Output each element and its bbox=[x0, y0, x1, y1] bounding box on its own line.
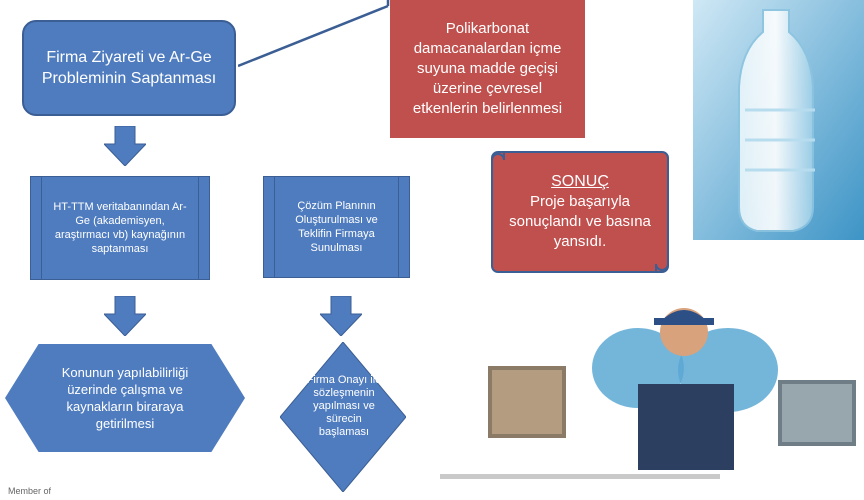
solution-plan-text: Çözüm Planının Oluşturulması ve Teklifin… bbox=[295, 200, 378, 254]
water-bottle-image bbox=[693, 0, 864, 240]
approval-text: Firma Onayı ile sözleşmenin yapılması ve… bbox=[306, 374, 382, 438]
firm-visit-text: Firma Ziyareti ve Ar-Ge Probleminin Sapt… bbox=[41, 49, 217, 87]
result-box: SONUÇ Proje başarıyla sonuçlandı ve bası… bbox=[492, 152, 668, 272]
firm-visit-box: Firma Ziyareti ve Ar-Ge Probleminin Sapt… bbox=[22, 20, 236, 116]
feasibility-text: Konunun yapılabilirliği üzerinde çalışma… bbox=[61, 365, 189, 431]
source-detection-text: HT-TTM veritabanından Ar-Ge (akademisyen… bbox=[53, 201, 187, 255]
worker-carrying-jugs-image bbox=[478, 288, 864, 470]
down-arrow-1 bbox=[104, 126, 146, 166]
photo-caption-bar bbox=[440, 474, 720, 479]
problem-box: Polikarbonat damacanalardan içme suyuna … bbox=[390, 0, 585, 138]
approval-diamond bbox=[280, 342, 406, 492]
result-title: SONUÇ bbox=[551, 173, 609, 190]
member-of-label: Member of bbox=[8, 486, 52, 496]
scroll-frame bbox=[491, 151, 669, 273]
connector-line bbox=[238, 0, 390, 68]
feasibility-hexagon: Konunun yapılabilirliği üzerinde çalışma… bbox=[5, 344, 245, 452]
result-text: Proje başarıyla sonuçlandı ve basına yan… bbox=[509, 193, 651, 250]
source-detection-box: HT-TTM veritabanından Ar-Ge (akademisyen… bbox=[30, 176, 210, 280]
solution-plan-box: Çözüm Planının Oluşturulması ve Teklifin… bbox=[263, 176, 410, 278]
down-arrow-3 bbox=[320, 296, 362, 336]
down-arrow-2 bbox=[104, 296, 146, 336]
problem-text: Polikarbonat damacanalardan içme suyuna … bbox=[412, 20, 563, 117]
